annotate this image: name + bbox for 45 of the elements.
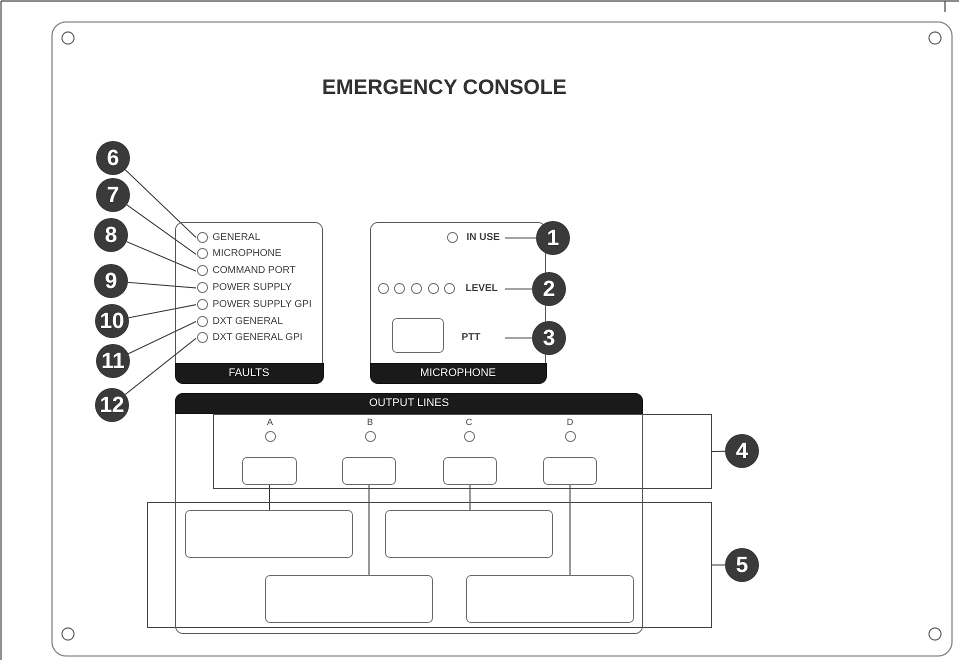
bracket-region [147,502,712,628]
leader-line [128,304,196,318]
display-window [184,510,353,558]
connector-line [469,485,471,510]
leader-line [126,204,196,255]
leader-line [712,450,725,452]
indicator-label: LEVEL [466,282,498,294]
indicator-label: IN USE [466,232,500,244]
line-button [242,456,297,485]
leader-line [128,321,196,354]
leader-line [505,337,532,339]
line-button [442,456,497,485]
leader-line [124,338,196,395]
line-button [342,456,396,485]
display-window [384,510,553,558]
indicator-label: MICROPHONE [212,248,282,260]
line-letter: A [266,417,274,427]
indicator-label: GENERAL [212,232,260,244]
title: EMERGENCY CONSOLE [322,76,567,100]
connector-line [368,485,370,575]
leader-line [505,288,532,290]
line-letter: B [366,417,374,427]
display-window [466,574,634,623]
bracket-region [213,414,712,489]
leader-line [124,169,196,238]
faults-panel [175,222,323,383]
indicator-label: POWER SUPPLY [212,282,292,294]
line-letter: C [464,417,474,427]
leader-line [712,564,725,566]
panel-title-bar: MICROPHONE [370,362,546,384]
display-window [264,574,433,623]
panel-title-bar: OUTPUT LINES [175,393,643,414]
line-button [542,456,597,485]
line-letter: D [566,417,574,427]
indicator-label: PTT [462,332,480,344]
leader-line [128,282,196,288]
indicator-label: COMMAND PORT [212,265,296,278]
panel-title-bar: FAULTS [174,362,324,384]
indicator-label: DXT GENERAL [212,316,283,328]
indicator-label: DXT GENERAL GPI [212,332,303,344]
leader-line [126,241,196,272]
indicator-label: POWER SUPPLY GPI [212,298,312,311]
connector-line [268,485,270,510]
connector-line [569,485,571,575]
leader-line [505,237,536,239]
